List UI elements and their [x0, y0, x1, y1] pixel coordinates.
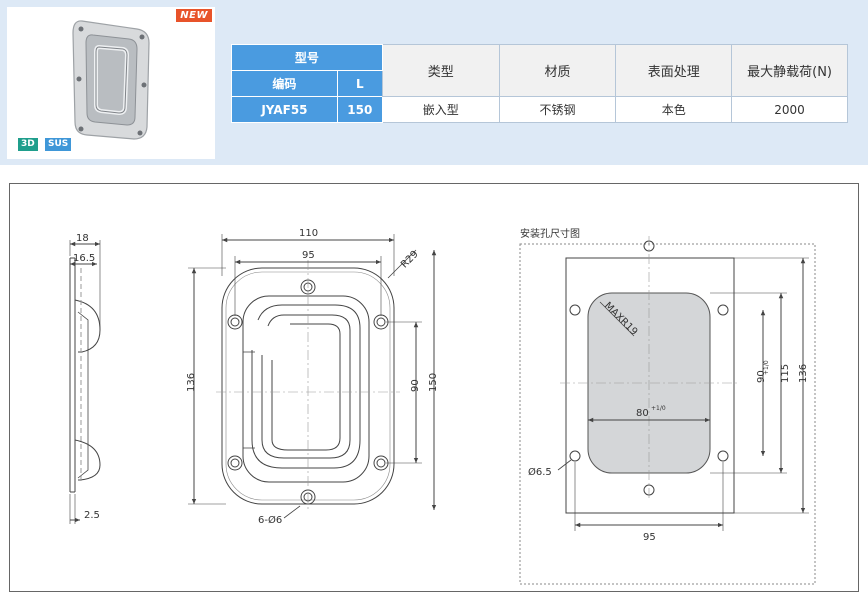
front-hole-spacing-y-label: 90 — [410, 379, 421, 392]
cutout-width-label: 80 — [636, 408, 649, 419]
product-header-band: NEW 3D SUS 型号 类型 材质 表面处理 最大静载荷(N) — [0, 0, 868, 165]
cell-material: 不锈钢 — [498, 96, 617, 123]
product-image — [72, 20, 150, 140]
front-holes-label: 6-Ø6 — [258, 514, 282, 526]
cutout-spacing-y-label: 90 — [756, 370, 767, 383]
cutout-height-label: 115 — [780, 364, 791, 383]
side-view — [69, 240, 101, 524]
front-height-label: 136 — [186, 373, 197, 392]
table-row: JYAF55 150 嵌入型 不锈钢 本色 2000 — [231, 96, 848, 123]
cell-l: 150 — [336, 96, 383, 123]
front-width-label: 110 — [299, 228, 318, 239]
cell-type: 嵌入型 — [381, 96, 500, 123]
cutout-hole-label: Ø6.5 — [528, 466, 552, 478]
front-hole-spacing-x-label: 95 — [302, 250, 315, 261]
cutout-spacing-x-label: 95 — [643, 532, 656, 543]
front-view — [188, 234, 437, 519]
front-radius-label: R29 — [399, 249, 421, 271]
code-header: 编码 — [231, 70, 338, 97]
product-thumbnail-card[interactable]: NEW 3D SUS — [7, 7, 215, 159]
cell-load: 2000 — [731, 96, 848, 123]
spec-table: 型号 类型 材质 表面处理 最大静载荷(N) 编码 L JYAF55 150 嵌… — [231, 44, 848, 123]
load-header: 最大静载荷(N) — [731, 44, 848, 97]
side-width-inner-label: 16.5 — [73, 253, 95, 264]
l-header: L — [336, 70, 383, 97]
cell-code: JYAF55 — [231, 96, 338, 123]
type-header: 类型 — [381, 44, 500, 97]
cutout-height-tol: +1/0 — [763, 360, 770, 375]
tag-3d[interactable]: 3D — [18, 138, 38, 151]
material-header: 材质 — [498, 44, 617, 97]
cutout-width-tol: +1/0 — [651, 405, 666, 412]
cutout-view — [519, 236, 816, 585]
cutout-outer-height-label: 136 — [798, 364, 809, 383]
tag-sus[interactable]: SUS — [45, 138, 72, 151]
front-total-height-label: 150 — [428, 373, 439, 392]
cell-surface: 本色 — [615, 96, 733, 123]
side-thickness-label: 2.5 — [84, 510, 100, 521]
model-header: 型号 — [231, 44, 383, 71]
cutout-title: 安装孔尺寸图 — [520, 227, 580, 240]
side-width-outer-label: 18 — [76, 233, 89, 244]
new-badge: NEW — [176, 9, 212, 22]
